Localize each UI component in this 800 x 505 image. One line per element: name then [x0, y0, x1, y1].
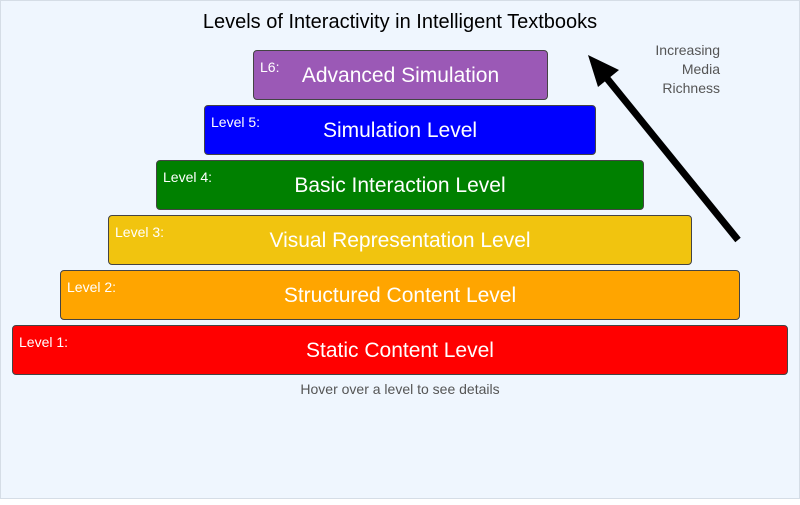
- pyramid-level-4[interactable]: Level 4: Basic Interaction Level: [156, 160, 644, 210]
- level-tag: Level 3:: [115, 224, 165, 240]
- arrow-label: Increasing Media Richness: [655, 41, 720, 98]
- level-name: Structured Content Level: [283, 284, 517, 307]
- pyramid-level-5[interactable]: Level 5: Simulation Level: [204, 105, 596, 155]
- level-name: Static Content Level: [306, 339, 494, 362]
- level-name: Advanced Simulation: [301, 64, 500, 87]
- level-tag: Level 2:: [67, 279, 117, 295]
- level-tag: L6:: [260, 59, 280, 75]
- level-tag: Level 5:: [211, 114, 261, 130]
- pyramid-level-6[interactable]: L6: Advanced Simulation: [253, 50, 548, 100]
- pyramid-level-1[interactable]: Level 1: Static Content Level: [12, 325, 788, 375]
- arrow-label-line: Media: [681, 61, 720, 77]
- pyramid-level-3[interactable]: Level 3: Visual Representation Level: [108, 215, 692, 265]
- arrow-label-line: Increasing: [655, 42, 720, 58]
- diagram-title: Levels of Interactivity in Intelligent T…: [202, 11, 598, 33]
- level-tag: Level 4:: [163, 169, 213, 185]
- level-name: Visual Representation Level: [269, 229, 531, 252]
- arrow-label-line: Richness: [662, 80, 720, 96]
- pyramid-level-2[interactable]: Level 2: Structured Content Level: [60, 270, 740, 320]
- hover-hint: Hover over a level to see details: [300, 381, 500, 397]
- level-name: Simulation Level: [322, 119, 478, 142]
- level-tag: Level 1:: [19, 334, 69, 350]
- level-name: Basic Interaction Level: [294, 174, 506, 197]
